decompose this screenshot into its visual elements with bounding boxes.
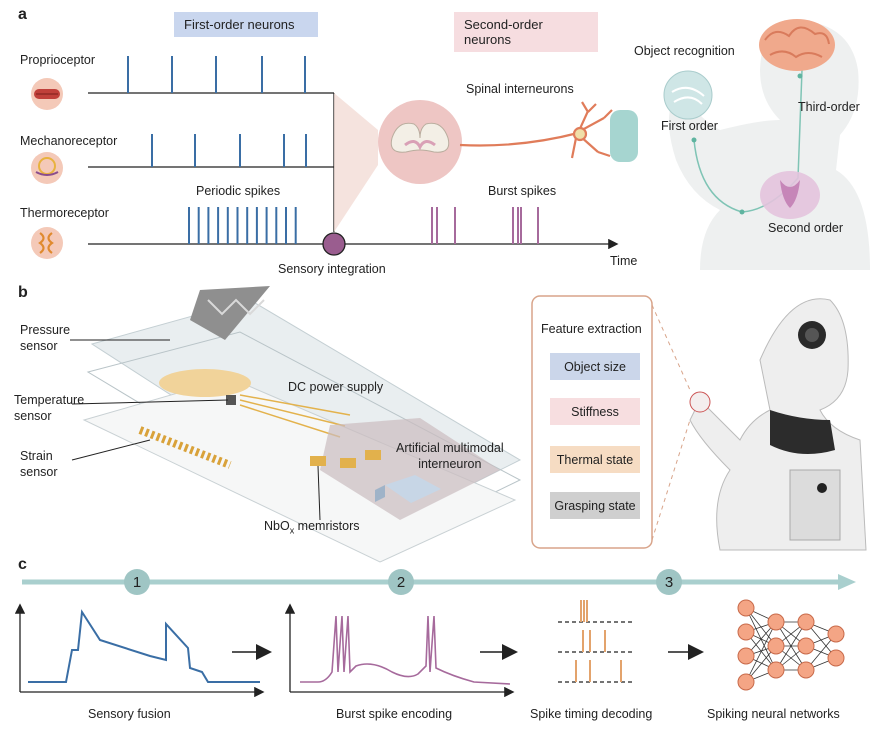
- integration-node: [322, 232, 346, 256]
- first-order-tag: First-order neurons: [174, 12, 318, 37]
- robot-icon: [689, 298, 867, 551]
- timeline-arrowhead: [838, 574, 856, 590]
- receptor-label-proprio: Proprioceptor: [20, 53, 96, 67]
- snn-node: [737, 673, 755, 691]
- interneuron-label: Artificial multimodal interneuron: [396, 440, 504, 472]
- panel-c-axes: [14, 603, 515, 698]
- spinal-interneurons-label: Spinal interneurons: [466, 82, 574, 96]
- snn-node: [737, 647, 755, 665]
- snn-node: [797, 613, 815, 631]
- second-order-label: Second order: [768, 221, 844, 235]
- memristors-sub: x: [289, 525, 295, 536]
- object-recognition-label: Object recognition: [634, 44, 735, 58]
- snn-node: [797, 637, 815, 655]
- temperature-sensor-line1: Temperature: [14, 393, 85, 407]
- thermoreceptor-icon: [31, 227, 63, 259]
- step-3: 3: [656, 569, 682, 595]
- pressure-sensor-label: Pressure sensor: [20, 322, 70, 354]
- third-order-label: Third-order: [798, 100, 860, 114]
- leader-lines: [70, 339, 321, 521]
- snn-edge: [775, 621, 807, 671]
- caption-timing-decoding: Spike timing decoding: [530, 707, 653, 721]
- burst-encoding-waveform: [300, 615, 511, 685]
- burst-spikes-label: Burst spikes: [488, 184, 557, 198]
- human-silhouette: [663, 20, 870, 270]
- sensory-integration-label: Sensory integration: [278, 262, 386, 276]
- panel-c-label: c: [18, 556, 27, 573]
- snn-node: [827, 649, 845, 667]
- snn-node: [737, 623, 755, 641]
- strain-sensor-line2: sensor: [20, 465, 58, 479]
- snn-node: [767, 637, 785, 655]
- strain-sensor-label: Strain sensor: [20, 448, 58, 480]
- pressure-sensor-line2: sensor: [20, 339, 58, 353]
- snn-node: [767, 613, 785, 631]
- snn-node: [737, 599, 755, 617]
- temperature-sensor-line2: sensor: [14, 409, 52, 423]
- first-order-label: First order: [661, 119, 718, 133]
- sensory-fusion-waveform: [28, 609, 260, 683]
- spike-trains: [127, 56, 539, 244]
- feature-object-size: Object size: [550, 353, 640, 380]
- memristors-suffix: memristors: [294, 519, 360, 533]
- second-order-tag: Second-order neurons: [454, 12, 598, 52]
- feature-frame: [531, 295, 653, 549]
- strain-sensor-line1: Strain: [20, 449, 53, 463]
- brain-icon: [759, 19, 835, 71]
- feature-extraction-label: Feature extraction: [541, 322, 642, 336]
- panel-b-label: b: [18, 284, 28, 301]
- caption-burst-encoding: Burst spike encoding: [336, 707, 453, 721]
- memristors-prefix: NbO: [264, 519, 290, 533]
- proprioceptor-icon: [31, 78, 63, 110]
- interneuron-line1: Artificial multimodal: [396, 441, 504, 455]
- spinal-cord-icon: [378, 100, 462, 184]
- feature-stiffness: Stiffness: [550, 398, 640, 425]
- feature-grasping-state: Grasping state: [550, 492, 640, 519]
- snn-node: [767, 661, 785, 679]
- step-1: 1: [124, 569, 150, 595]
- mechanoreceptor-icon: [31, 152, 63, 184]
- pressure-sensor-line1: Pressure: [20, 323, 71, 337]
- target-block: [610, 110, 638, 162]
- zoom-line-bottom: [651, 419, 691, 541]
- zoom-wedge: [334, 93, 378, 232]
- neuron-icon: [459, 101, 613, 159]
- snn-node: [797, 661, 815, 679]
- zoom-line-top: [651, 304, 691, 391]
- snn-node: [827, 625, 845, 643]
- receptor-label-thermo: Thermoreceptor: [20, 206, 109, 220]
- receptor-label-mechano: Mechanoreceptor: [20, 134, 118, 148]
- dc-power-label: DC power supply: [288, 380, 384, 394]
- caption-snn: Spiking neural networks: [707, 707, 840, 721]
- step-2: 2: [388, 569, 414, 595]
- periodic-spikes-label: Periodic spikes: [196, 184, 281, 198]
- memristors-label: NbOx memristors: [264, 519, 359, 536]
- time-label: Time: [610, 254, 638, 268]
- feature-thermal-state: Thermal state: [550, 446, 640, 473]
- device-stack-icon: [82, 286, 522, 563]
- interneuron-line2: interneuron: [418, 457, 482, 471]
- spike-timing-rows: [558, 600, 632, 683]
- snn-edge: [745, 621, 777, 683]
- caption-sensory-fusion: Sensory fusion: [88, 707, 171, 721]
- temperature-sensor-label: Temperature sensor: [14, 392, 84, 424]
- panel-a-label: a: [18, 6, 27, 23]
- neural-network-icon: [737, 599, 845, 691]
